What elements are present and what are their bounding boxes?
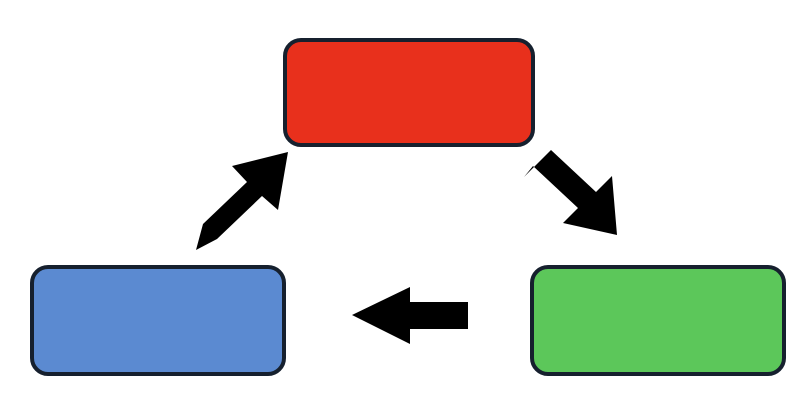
- green-process-box[interactable]: [530, 265, 786, 376]
- red-process-box[interactable]: [283, 38, 535, 147]
- blue-process-box[interactable]: [30, 265, 286, 376]
- arrow-blue-to-red-icon: [196, 152, 288, 250]
- arrow-green-to-blue-icon: [352, 287, 468, 344]
- arrow-red-to-green-icon: [524, 150, 617, 235]
